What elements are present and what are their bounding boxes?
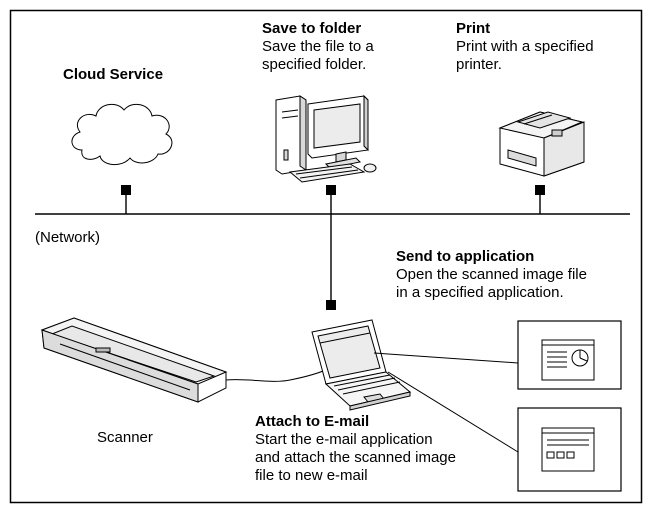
email-window-icon <box>517 407 622 492</box>
print-title: Print <box>456 20 491 37</box>
cloud-icon <box>71 103 173 165</box>
diagram-frame <box>9 9 643 504</box>
network-label: (Network) <box>35 229 101 246</box>
send-to-application-title: Send to application <box>396 248 535 265</box>
print-desc-line-1: Print with a specified <box>456 38 594 55</box>
printer-node <box>535 185 545 195</box>
desktop-pc-icon <box>275 94 377 183</box>
printer-icon <box>498 111 585 177</box>
attach-to-email-desc-line-2: and attach the scanned image <box>255 449 456 466</box>
save-to-folder-desc-line-1: Save the file to a <box>262 38 374 55</box>
cloud-node <box>121 185 131 195</box>
attach-to-email-desc-line-3: file to new e-mail <box>255 467 368 484</box>
print-desc-line-2: printer. <box>456 56 502 73</box>
laptop-icon <box>311 319 412 411</box>
send-to-application-desc-line-2: in a specified application. <box>396 284 564 301</box>
send-to-application-desc-line-1: Open the scanned image file <box>396 266 587 283</box>
app-pointer-line-2 <box>387 371 519 453</box>
laptop-node <box>326 300 336 310</box>
scanner-label: Scanner <box>97 429 153 446</box>
scanner-icon <box>40 317 331 403</box>
attach-to-email-desc-line-1: Start the e-mail application <box>255 431 433 448</box>
save-to-folder-desc-line-2: specified folder. <box>262 56 367 73</box>
application-window-icon <box>517 320 622 390</box>
pc-node <box>326 185 336 195</box>
app-pointer-line-1 <box>373 352 519 364</box>
save-to-folder-title: Save to folder <box>262 20 362 37</box>
cloud-service-title: Cloud Service <box>63 66 164 83</box>
attach-to-email-title: Attach to E-mail <box>255 413 370 430</box>
